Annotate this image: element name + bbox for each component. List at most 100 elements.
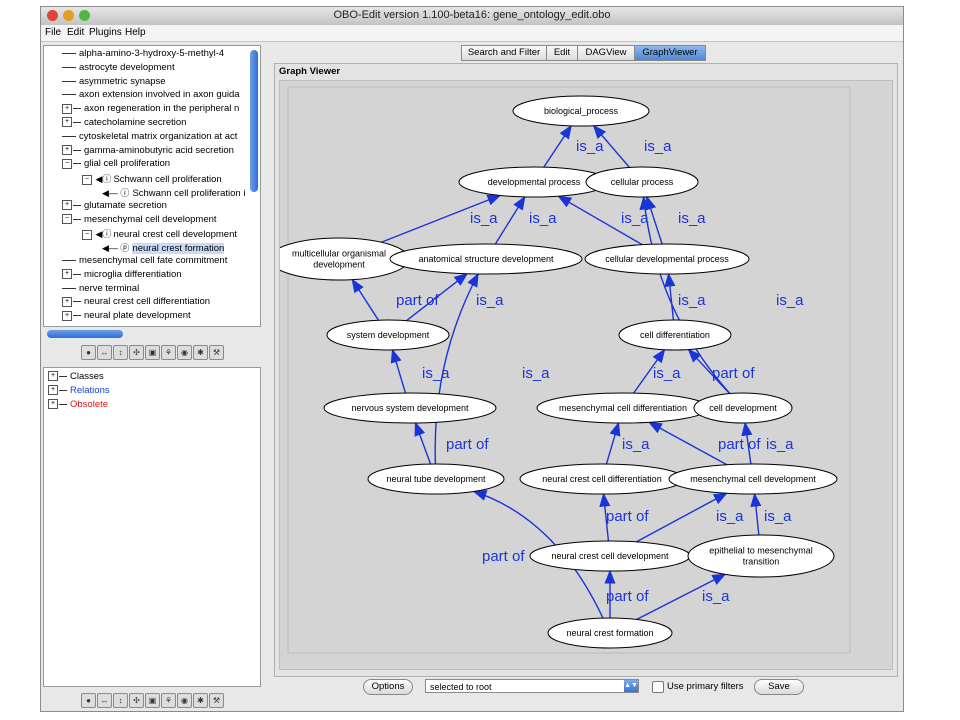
graph-node[interactable]: mesenchymal cell development [668, 463, 838, 495]
save-button[interactable]: Save [754, 679, 804, 695]
graph-edge[interactable] [543, 124, 572, 168]
filter-icon[interactable]: ◉ [177, 345, 192, 360]
layout-icon[interactable]: ✣ [129, 345, 144, 360]
reset-icon[interactable]: ● [81, 345, 96, 360]
tree-item[interactable]: +neural crest cell differentiation [62, 296, 210, 309]
tree-item[interactable]: +neural plate development [62, 310, 191, 323]
reset-icon[interactable]: ● [81, 693, 96, 708]
graph-edge[interactable] [750, 492, 762, 536]
link-icon[interactable]: ⚘ [161, 345, 176, 360]
graph-edge[interactable] [687, 348, 731, 395]
menu-edit[interactable]: Edit [67, 27, 85, 38]
graph-node[interactable]: neural tube development [367, 463, 505, 495]
graph-edge[interactable] [664, 272, 676, 321]
tab-search-and-filter[interactable]: Search and Filter [461, 45, 547, 61]
minimize-window-icon[interactable] [63, 10, 74, 21]
settings-icon[interactable]: ✱ [193, 345, 208, 360]
tree-item[interactable]: nerve terminal [62, 283, 139, 296]
tree-item[interactable]: astrocyte development [62, 62, 175, 75]
collapse-icon[interactable]: ↔ [97, 345, 112, 360]
tree-item[interactable]: alpha-amino-3-hydroxy-5-methyl-4 [62, 48, 224, 61]
path-select[interactable]: selected to root ▲▼ [425, 679, 639, 693]
expand-node-icon[interactable]: + [48, 371, 58, 382]
filter-icon[interactable]: ◉ [177, 693, 192, 708]
tree-item[interactable]: +axon regeneration in the peripheral n [62, 103, 239, 116]
graph-node[interactable]: neural crest formation [547, 617, 673, 649]
graph-edge[interactable] [647, 421, 728, 466]
close-window-icon[interactable] [47, 10, 58, 21]
expand-node-icon[interactable]: + [48, 385, 58, 396]
settings-icon[interactable]: ✱ [193, 693, 208, 708]
graph-node[interactable]: cell differentiation [618, 319, 732, 351]
tree-item[interactable]: mesenchymal cell fate commitment [62, 255, 227, 268]
expand-icon[interactable]: ↕ [113, 693, 128, 708]
graph-node[interactable]: mesenchymal cell differentiation [536, 392, 710, 424]
root-item[interactable]: +Relations [48, 385, 110, 398]
graph-edge[interactable] [406, 272, 469, 322]
graph-edge[interactable] [414, 421, 432, 465]
menu-help[interactable]: Help [125, 27, 146, 38]
graph-edge[interactable] [645, 195, 663, 245]
graph-edge[interactable] [599, 492, 611, 542]
graph-node[interactable]: neural crest cell development [529, 540, 691, 572]
graph-edge[interactable] [633, 348, 666, 394]
chevron-down-icon[interactable]: ▲▼ [624, 680, 638, 692]
collapse-icon[interactable]: ↔ [97, 693, 112, 708]
link-icon[interactable]: ⚘ [161, 693, 176, 708]
graph-edge[interactable] [434, 272, 479, 465]
graph-node[interactable]: nervous system development [323, 392, 497, 424]
menu-file[interactable]: File [45, 27, 62, 38]
tab-edit[interactable]: Edit [546, 45, 578, 61]
lock-icon[interactable]: ▣ [145, 345, 160, 360]
lock-icon[interactable]: ▣ [145, 693, 160, 708]
tab-graphviewer[interactable]: GraphViewer [634, 45, 706, 61]
tree-item[interactable]: +gamma-aminobutyric acid secretion [62, 145, 234, 158]
expand-icon[interactable]: ↕ [113, 345, 128, 360]
graph-edge[interactable] [381, 194, 502, 243]
graph-node[interactable]: biological_process [512, 95, 650, 127]
tree-item[interactable]: asymmetric synapse [62, 76, 166, 89]
tree-vertical-scrollbar[interactable] [250, 50, 258, 192]
graph-edge[interactable] [635, 492, 728, 543]
zoom-window-icon[interactable] [79, 10, 90, 21]
tree-item[interactable]: axon extension involved in axon guida [62, 89, 240, 102]
graph-edge[interactable] [636, 573, 727, 621]
graph-edge[interactable] [741, 421, 753, 465]
graph-edge[interactable] [605, 421, 621, 465]
graph-node[interactable]: cell development [693, 392, 793, 424]
graph-edge[interactable] [494, 195, 526, 245]
graph-edge[interactable] [557, 195, 643, 246]
graph-node[interactable]: neural crest cell differentiation [519, 463, 685, 495]
menu-plugins[interactable]: Plugins [89, 27, 122, 38]
graph-edge[interactable] [390, 348, 407, 394]
tree-item[interactable]: +microglia differentiation [62, 269, 182, 282]
layout-icon[interactable]: ✣ [129, 693, 144, 708]
graph-edge[interactable] [351, 278, 380, 321]
tree-item[interactable]: −mesenchymal cell development [62, 214, 217, 227]
tree-item[interactable]: cytoskeletal matrix organization at act [62, 131, 237, 144]
expand-node-icon[interactable]: + [48, 399, 58, 410]
graph-edge[interactable] [472, 490, 604, 619]
primary-filters-checkbox[interactable] [652, 681, 664, 693]
tab-dagview[interactable]: DAGView [577, 45, 635, 61]
tree-item[interactable]: +catecholamine secretion [62, 117, 186, 130]
tree-horizontal-scrollbar[interactable] [47, 330, 123, 338]
root-item[interactable]: +Classes [48, 371, 104, 384]
graph-edge[interactable] [592, 124, 630, 168]
tree-item[interactable]: +glutamate secretion [62, 200, 167, 213]
tools-icon[interactable]: ⚒ [209, 693, 224, 708]
tree-item[interactable]: −glial cell proliferation [62, 158, 170, 171]
graph-node[interactable]: cellular developmental process [584, 243, 750, 275]
tools-icon[interactable]: ⚒ [209, 345, 224, 360]
root-item[interactable]: +Obsolete [48, 399, 108, 412]
options-button[interactable]: Options [363, 679, 413, 695]
graph-node[interactable]: anatomical structure development [389, 243, 583, 275]
graph-node[interactable]: cellular process [585, 166, 699, 198]
